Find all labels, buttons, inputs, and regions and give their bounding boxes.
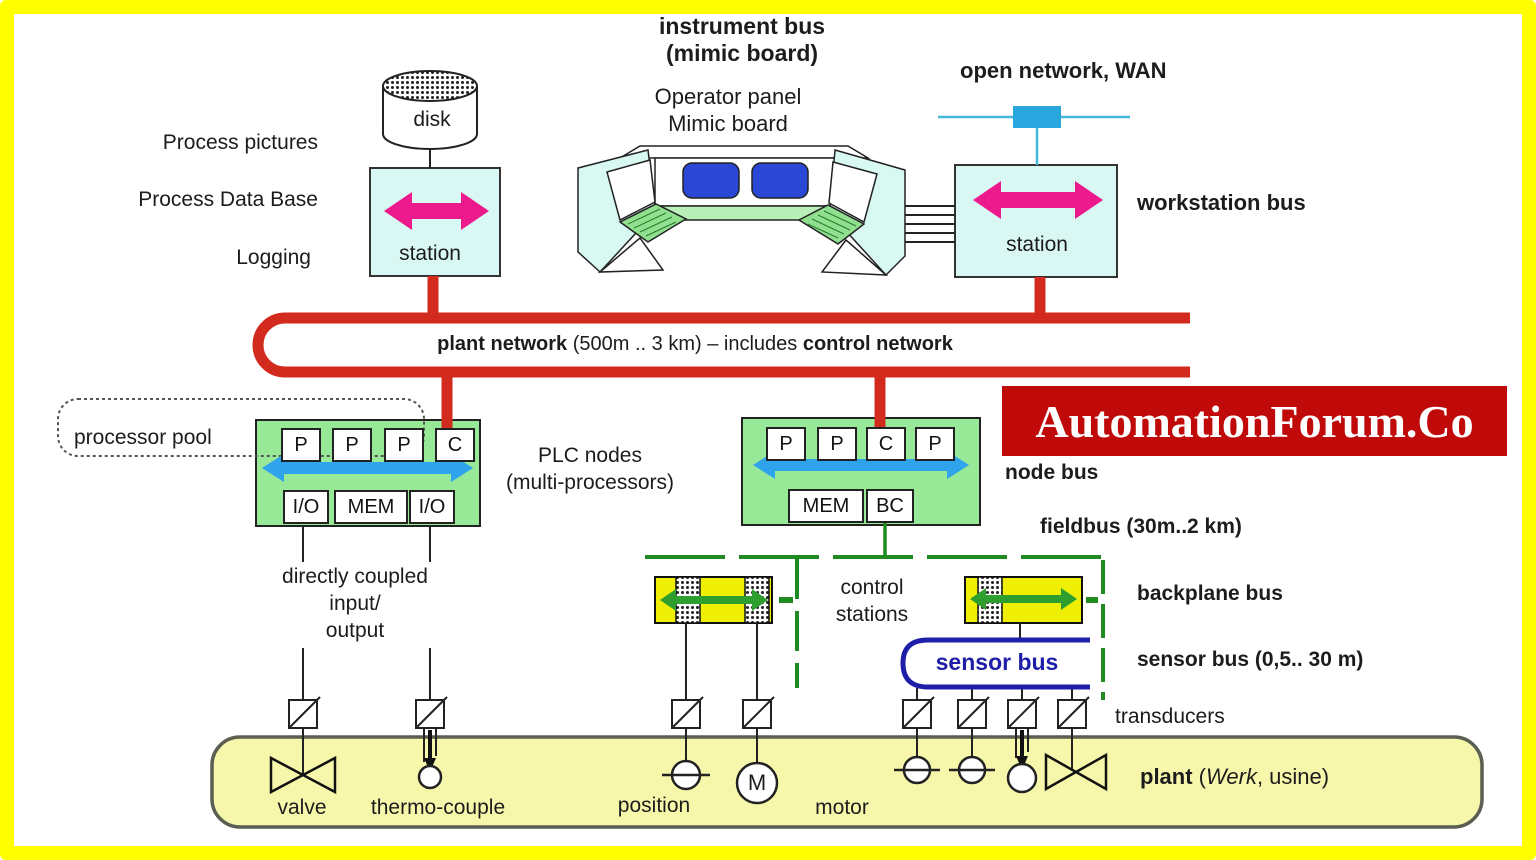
valve-icon bbox=[1044, 752, 1108, 792]
plc2-cpu-chip: P bbox=[915, 427, 955, 461]
console-cables bbox=[905, 205, 955, 243]
plc1-io-chip: I/O bbox=[283, 490, 329, 524]
label-motor: motor bbox=[815, 796, 869, 819]
plc2-node-bus-arrow-icon bbox=[753, 451, 969, 479]
plc1-node-bus-arrow-icon bbox=[262, 454, 473, 482]
backplane-arrow-icon bbox=[660, 589, 768, 611]
sensor-icon bbox=[894, 755, 995, 785]
label-instrument-bus: instrument bus (mimic board) bbox=[658, 13, 826, 66]
label-station1: station bbox=[399, 242, 461, 265]
mimic-screen-icon bbox=[682, 162, 740, 199]
station1-bus-arrow-icon bbox=[384, 192, 489, 230]
label-logging: Logging bbox=[236, 246, 311, 269]
label-backplane-bus: backplane bus bbox=[1137, 582, 1283, 605]
label-valve: valve bbox=[277, 796, 327, 819]
label-control-stations: control stations bbox=[835, 576, 909, 626]
wan-node-icon bbox=[1013, 106, 1061, 128]
control-station-right bbox=[964, 576, 1083, 624]
label-thermocouple: thermo-couple bbox=[370, 796, 506, 819]
station1-box bbox=[369, 167, 501, 277]
disk-icon bbox=[382, 70, 478, 168]
label-plant: plant (Werk, usine) bbox=[1140, 764, 1330, 789]
motor-symbol: M bbox=[747, 770, 767, 795]
motor-icon bbox=[735, 761, 779, 805]
station2-bus-arrow-icon bbox=[973, 181, 1103, 219]
actuator-icon bbox=[1006, 728, 1038, 794]
plc2-mem-chip: MEM bbox=[788, 489, 864, 523]
plant-area bbox=[210, 735, 1484, 829]
label-sensor-bus: sensor bus bbox=[935, 649, 1059, 675]
station2-box bbox=[954, 164, 1118, 278]
fieldbus-lines bbox=[645, 520, 1110, 700]
watermark-banner: AutomationForum.Co bbox=[1002, 386, 1507, 456]
label-node-bus: node bus bbox=[1005, 461, 1099, 484]
plant-network-bus bbox=[252, 276, 1190, 430]
label-workstation-bus: workstation bus bbox=[1137, 190, 1306, 215]
transducer-icons bbox=[288, 696, 1090, 729]
position-sensor-icon bbox=[662, 759, 710, 791]
plc1-cpu-chip: P bbox=[384, 428, 424, 462]
label-position: position bbox=[617, 794, 691, 817]
label-fieldbus: fieldbus (30m..2 km) bbox=[1040, 515, 1242, 538]
plc1-io-chip: I/O bbox=[409, 490, 455, 524]
open-network-link bbox=[938, 106, 1130, 165]
backplane-arrow-icon bbox=[970, 588, 1077, 610]
label-directly-coupled: directly coupled input/ output bbox=[282, 565, 428, 642]
label-operator-panel: Operator panel Mimic board bbox=[654, 84, 802, 136]
label-plc-nodes: PLC nodes (multi-processors) bbox=[505, 444, 675, 494]
label-station2: station bbox=[1006, 233, 1068, 256]
operator-console bbox=[577, 145, 906, 277]
plc1-mem-chip: MEM bbox=[334, 490, 408, 524]
plc2-cpu-chip: P bbox=[817, 427, 857, 461]
label-plant-network: plant network (500m .. 3 km) – includes … bbox=[437, 333, 953, 355]
label-transducers: transducers bbox=[1115, 705, 1225, 728]
plc2-bc-chip: BC bbox=[866, 489, 914, 523]
signal-lines bbox=[302, 526, 1073, 775]
plc1-cpu-chip: P bbox=[281, 428, 321, 462]
processor-pool-outline bbox=[57, 398, 425, 457]
plc1-comm-chip: C bbox=[435, 428, 475, 462]
label-process-data-base: Process Data Base bbox=[138, 188, 318, 211]
plc2-comm-chip: C bbox=[866, 427, 906, 461]
valve-icon bbox=[269, 755, 337, 795]
plc1-cpu-chip: P bbox=[332, 428, 372, 462]
thermocouple-icon bbox=[417, 728, 443, 790]
mimic-screen-icon bbox=[751, 162, 809, 199]
label-process-pictures: Process pictures bbox=[162, 131, 318, 154]
control-station-left bbox=[654, 576, 773, 624]
label-open-network: open network, WAN bbox=[960, 58, 1167, 83]
label-disk: disk bbox=[413, 108, 451, 131]
label-sensor-bus-range: sensor bus (0,5.. 30 m) bbox=[1137, 648, 1364, 671]
sensor-bus-outline bbox=[900, 637, 1090, 690]
label-processor-pool: processor pool bbox=[74, 426, 212, 449]
plc2-cpu-chip: P bbox=[766, 427, 806, 461]
